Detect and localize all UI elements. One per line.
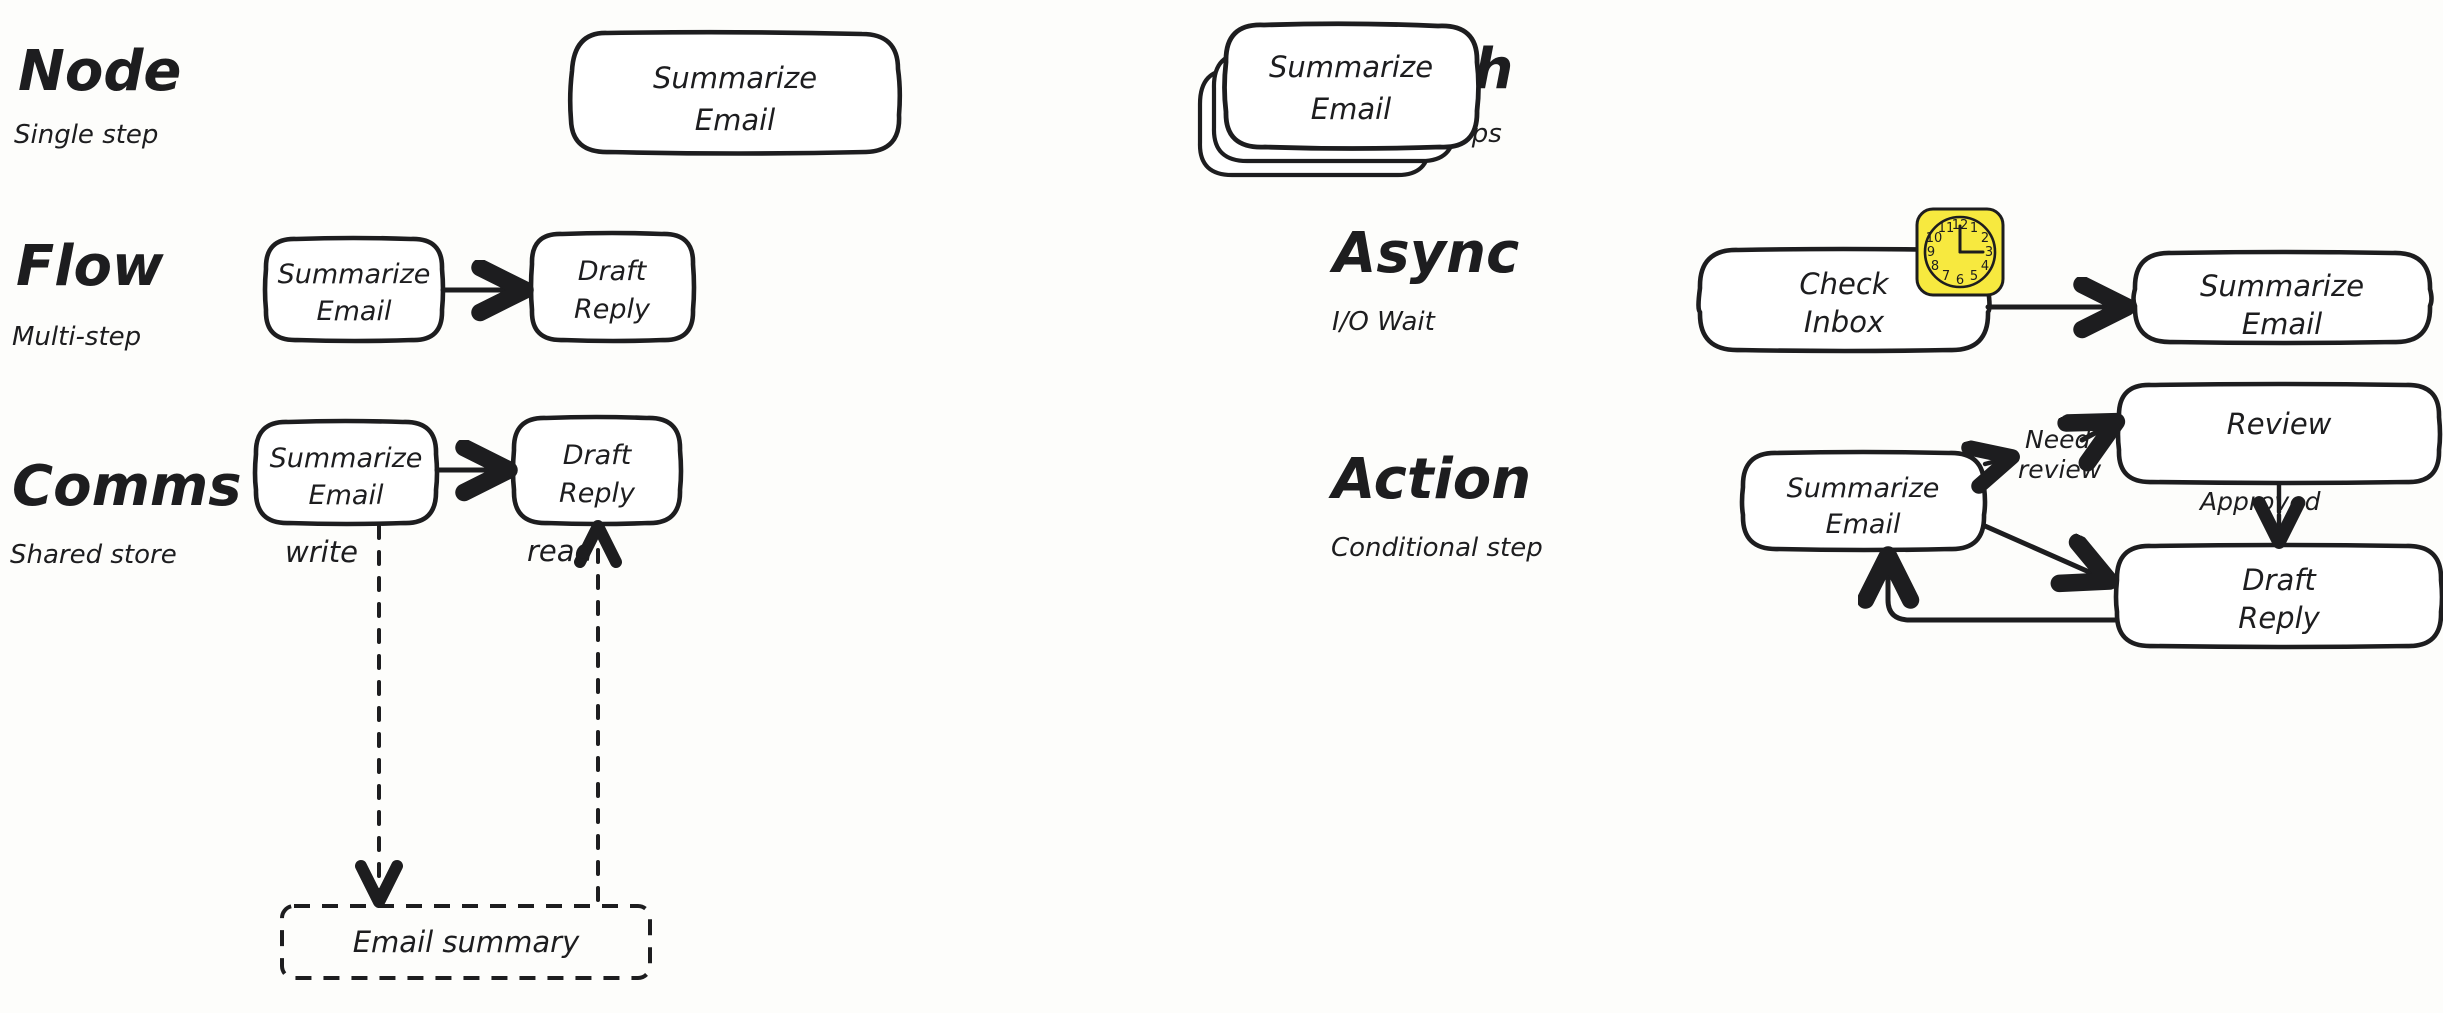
node-label-line2: Reply bbox=[574, 294, 651, 325]
node-label-line1: Summarize bbox=[1269, 50, 1433, 84]
edge-label-review: review bbox=[2018, 455, 2102, 484]
section-subtitle-flow: Multi-step bbox=[12, 322, 141, 352]
node-label-line1: Summarize bbox=[653, 61, 817, 95]
svg-text:9: 9 bbox=[1927, 245, 1935, 260]
node-label-line1: Review bbox=[2227, 407, 2332, 441]
clock-icon: 12 1 2 3 4 5 6 7 8 9 10 11 bbox=[1915, 207, 2005, 297]
section-async: Async I/O Wait Check Inbox 12 1 2 3 bbox=[1329, 207, 2434, 354]
svg-text:4: 4 bbox=[1981, 259, 1989, 274]
svg-text:12: 12 bbox=[1952, 218, 1969, 233]
edge-d1-d2: Need review bbox=[1985, 424, 2112, 484]
edge-label-approved: Approved bbox=[2198, 487, 2321, 516]
section-title-flow: Flow bbox=[16, 234, 164, 299]
node-label-line2: Email bbox=[695, 103, 775, 137]
node-box-f1[interactable]: Summarize Email bbox=[262, 235, 446, 344]
node-label-line1: Check bbox=[1799, 267, 1889, 301]
node-label-line2: Email bbox=[317, 296, 392, 327]
node-box-b1-stack[interactable]: Summarize Email bbox=[1197, 21, 1481, 178]
node-label-line2: Email bbox=[1311, 92, 1391, 126]
node-label-line2: Reply bbox=[559, 478, 636, 509]
node-box-a3[interactable]: Summarize Email bbox=[2131, 249, 2434, 346]
edge-d2-d3: Approved bbox=[2198, 481, 2321, 549]
section-subtitle-node: Single step bbox=[14, 120, 158, 150]
edge-label-write: write bbox=[285, 535, 358, 569]
svg-text:8: 8 bbox=[1931, 259, 1939, 274]
batch-card-front bbox=[1222, 21, 1481, 151]
svg-text:6: 6 bbox=[1956, 273, 1964, 288]
node-box-n1[interactable]: Summarize Email bbox=[567, 29, 903, 156]
section-flow: Flow Multi-step Summarize Email Draft Re… bbox=[12, 230, 697, 352]
store-label: Email summary bbox=[353, 925, 580, 959]
node-label-line2: Reply bbox=[2238, 601, 2320, 635]
section-action: Action Conditional step Summarize Email … bbox=[1328, 381, 2443, 650]
svg-text:5: 5 bbox=[1970, 269, 1978, 284]
node-box-c3-store[interactable]: Email summary bbox=[280, 608, 652, 980]
edge-label-read: read bbox=[527, 534, 594, 568]
svg-text:7: 7 bbox=[1942, 269, 1950, 284]
edge-c1-store-write: write bbox=[285, 524, 403, 908]
section-title-comms: Comms bbox=[12, 454, 242, 519]
node-label-line2: Email bbox=[1826, 509, 1901, 540]
node-label-line1: Summarize bbox=[1787, 473, 1940, 504]
node-box-f2[interactable]: Draft Reply bbox=[528, 230, 697, 344]
section-node: Node Single step Summarize Email bbox=[14, 29, 903, 156]
node-label-line1: Summarize bbox=[278, 259, 431, 290]
section-subtitle-comms: Shared store bbox=[10, 540, 177, 570]
svg-text:1: 1 bbox=[1970, 221, 1978, 236]
store-outline bbox=[280, 904, 652, 980]
svg-text:3: 3 bbox=[1985, 245, 1993, 260]
node-box-c1[interactable]: Summarize Email bbox=[252, 418, 440, 527]
section-subtitle-async: I/O Wait bbox=[1332, 307, 1436, 337]
node-box-d1[interactable]: Summarize Email bbox=[1739, 449, 1988, 553]
node-label-line1: Draft bbox=[563, 440, 633, 471]
node-box-c2[interactable]: Draft Reply bbox=[510, 414, 684, 527]
section-comms: Comms Shared store Summarize Email Draft… bbox=[10, 414, 684, 980]
node-label-line2: Email bbox=[2242, 307, 2322, 341]
svg-text:11: 11 bbox=[1938, 221, 1955, 236]
node-label-line1: Draft bbox=[578, 256, 648, 287]
edge-d3-d1-loop bbox=[1888, 560, 2120, 623]
node-label-line1: Summarize bbox=[270, 443, 423, 474]
edge-store-c2-read: read bbox=[527, 520, 622, 902]
edge-d1-d3 bbox=[1982, 523, 2105, 579]
node-label-line2: Inbox bbox=[1804, 305, 1885, 339]
section-title-action: Action bbox=[1328, 447, 1531, 512]
section-batch: Batch Repeat steps Summarize Email bbox=[1197, 21, 1513, 178]
node-label-line1: Draft bbox=[2242, 563, 2317, 597]
node-label-line2: Email bbox=[309, 480, 384, 511]
node-box-d3[interactable]: Draft Reply bbox=[2113, 542, 2443, 650]
node-label-line1: Summarize bbox=[2200, 269, 2364, 303]
section-title-async: Async bbox=[1329, 221, 1519, 286]
section-title-node: Node bbox=[18, 39, 181, 104]
svg-text:2: 2 bbox=[1981, 231, 1989, 246]
section-subtitle-action: Conditional step bbox=[1331, 533, 1543, 563]
svg-text:10: 10 bbox=[1926, 231, 1943, 246]
node-box-d2[interactable]: Review bbox=[2115, 381, 2443, 486]
